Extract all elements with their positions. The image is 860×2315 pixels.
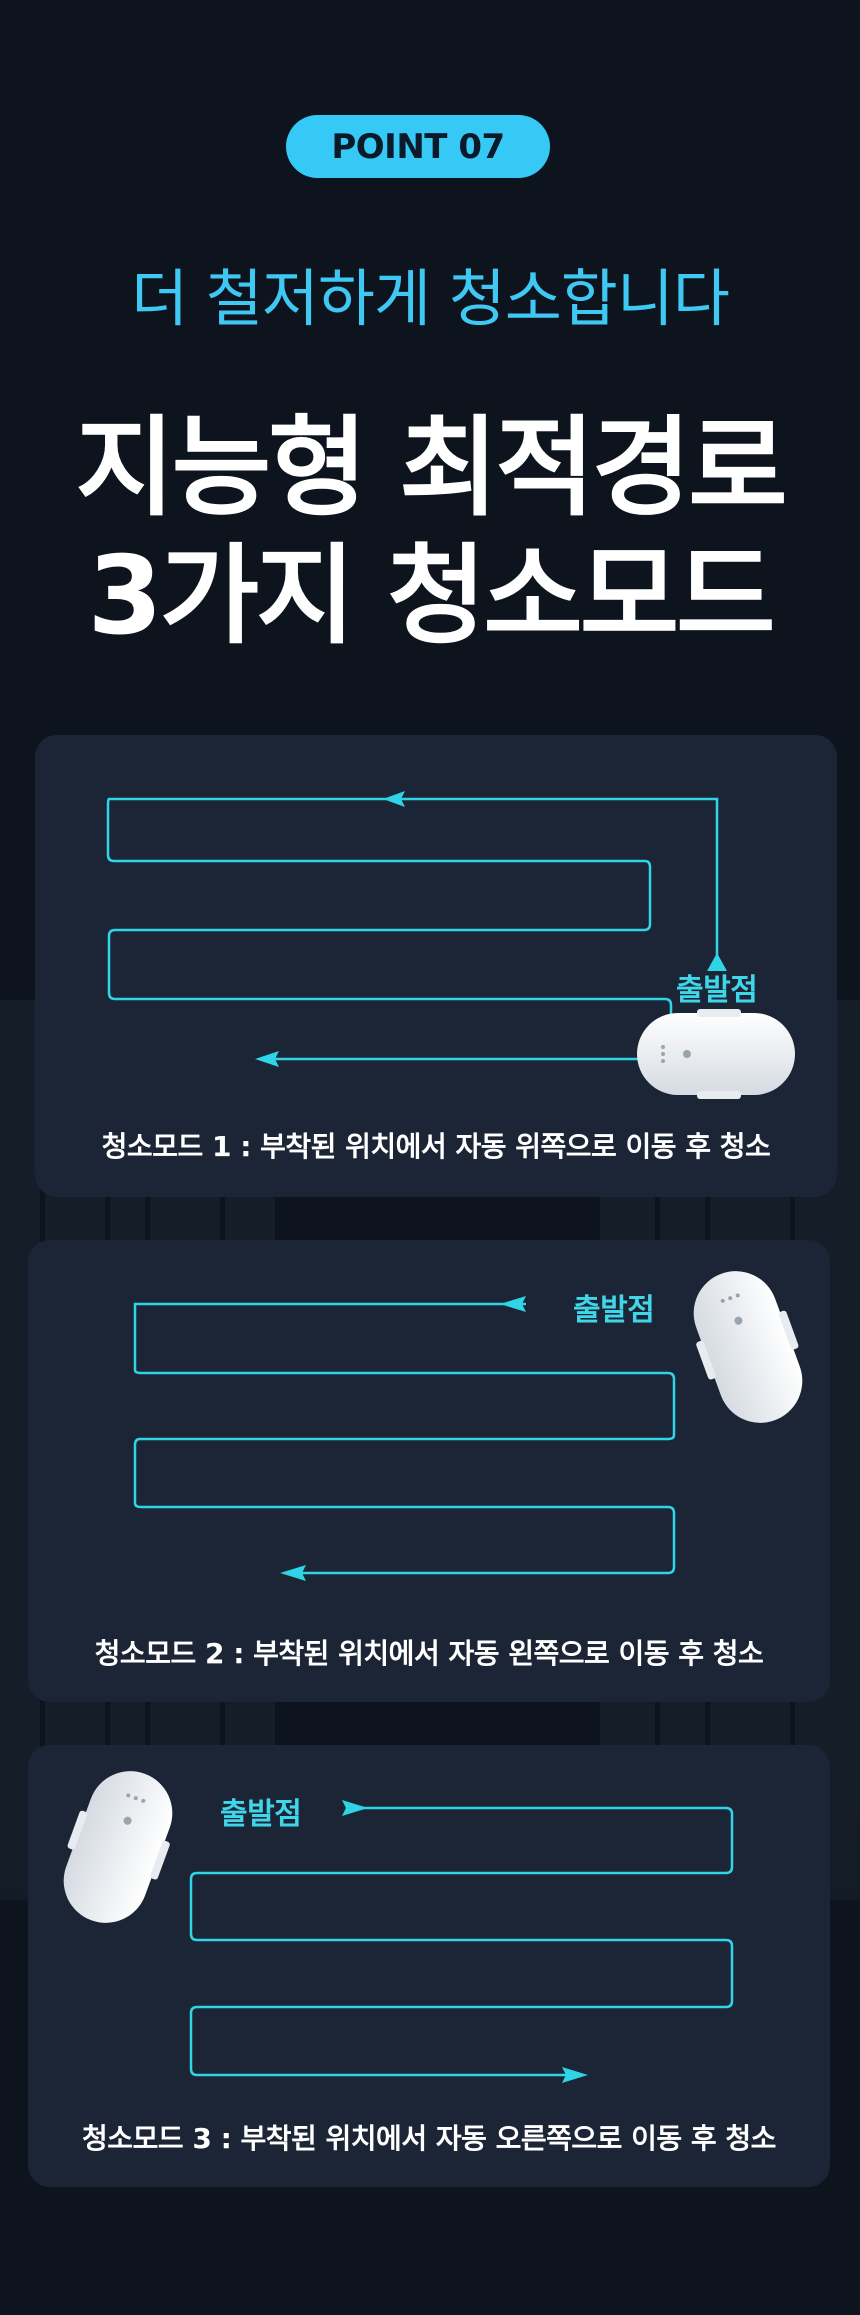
arrow-head-icon: [500, 1296, 526, 1312]
headline-line-2: 3가지 청소모드: [87, 534, 776, 659]
cleaning-mode-caption: 청소모드 2 : 부착된 위치에서 자동 왼쪽으로 이동 후 청소: [94, 1637, 764, 1670]
headline-line-1: 지능형 최적경로: [75, 406, 787, 531]
section-subtitle: 더 철저하게 청소합니다: [131, 262, 730, 335]
start-point-label: 출발점: [220, 1797, 302, 1832]
arrow-head-icon: [707, 953, 727, 971]
cleaning-mode-card-1: 출발점 청소모드 1 : 부착된 위치에서 자동 위쪽으로 이동 후 청소: [35, 735, 837, 1197]
cleaning-path-mode-3: [189, 1800, 734, 2083]
cleaning-path-mode-1: [106, 791, 727, 1067]
point-badge-label: POINT 07: [331, 126, 505, 167]
window-robot-icon: [637, 1009, 795, 1099]
arrow-head-icon: [562, 2067, 588, 2083]
cleaning-mode-caption: 청소모드 3 : 부착된 위치에서 자동 오른쪽으로 이동 후 청소: [82, 2122, 776, 2155]
cleaning-mode-card-2: 출발점 청소모드 2 : 부착된 위치에서 자동 왼쪽으로 이동 후 청소: [28, 1240, 830, 1702]
point-badge: POINT 07: [286, 115, 550, 178]
cleaning-mode-card-3: 출발점 청소모드 3 : 부착된 위치에서 자동 오른쪽으로 이동 후 청소: [28, 1745, 830, 2187]
window-robot-icon: [693, 1271, 803, 1423]
arrow-head-icon: [255, 1051, 279, 1067]
arrow-head-icon: [280, 1565, 306, 1581]
window-robot-icon: [63, 1771, 173, 1923]
cleaning-path-mode-2: [133, 1296, 676, 1581]
arrow-head-icon: [383, 791, 405, 807]
section-headline: 지능형 최적경로 3가지 청소모드: [0, 405, 860, 661]
cleaning-mode-caption: 청소모드 1 : 부착된 위치에서 자동 위쪽으로 이동 후 청소: [101, 1130, 771, 1163]
start-point-label: 출발점: [676, 973, 758, 1008]
start-point-label: 출발점: [573, 1293, 655, 1328]
arrow-head-icon: [342, 1800, 368, 1816]
